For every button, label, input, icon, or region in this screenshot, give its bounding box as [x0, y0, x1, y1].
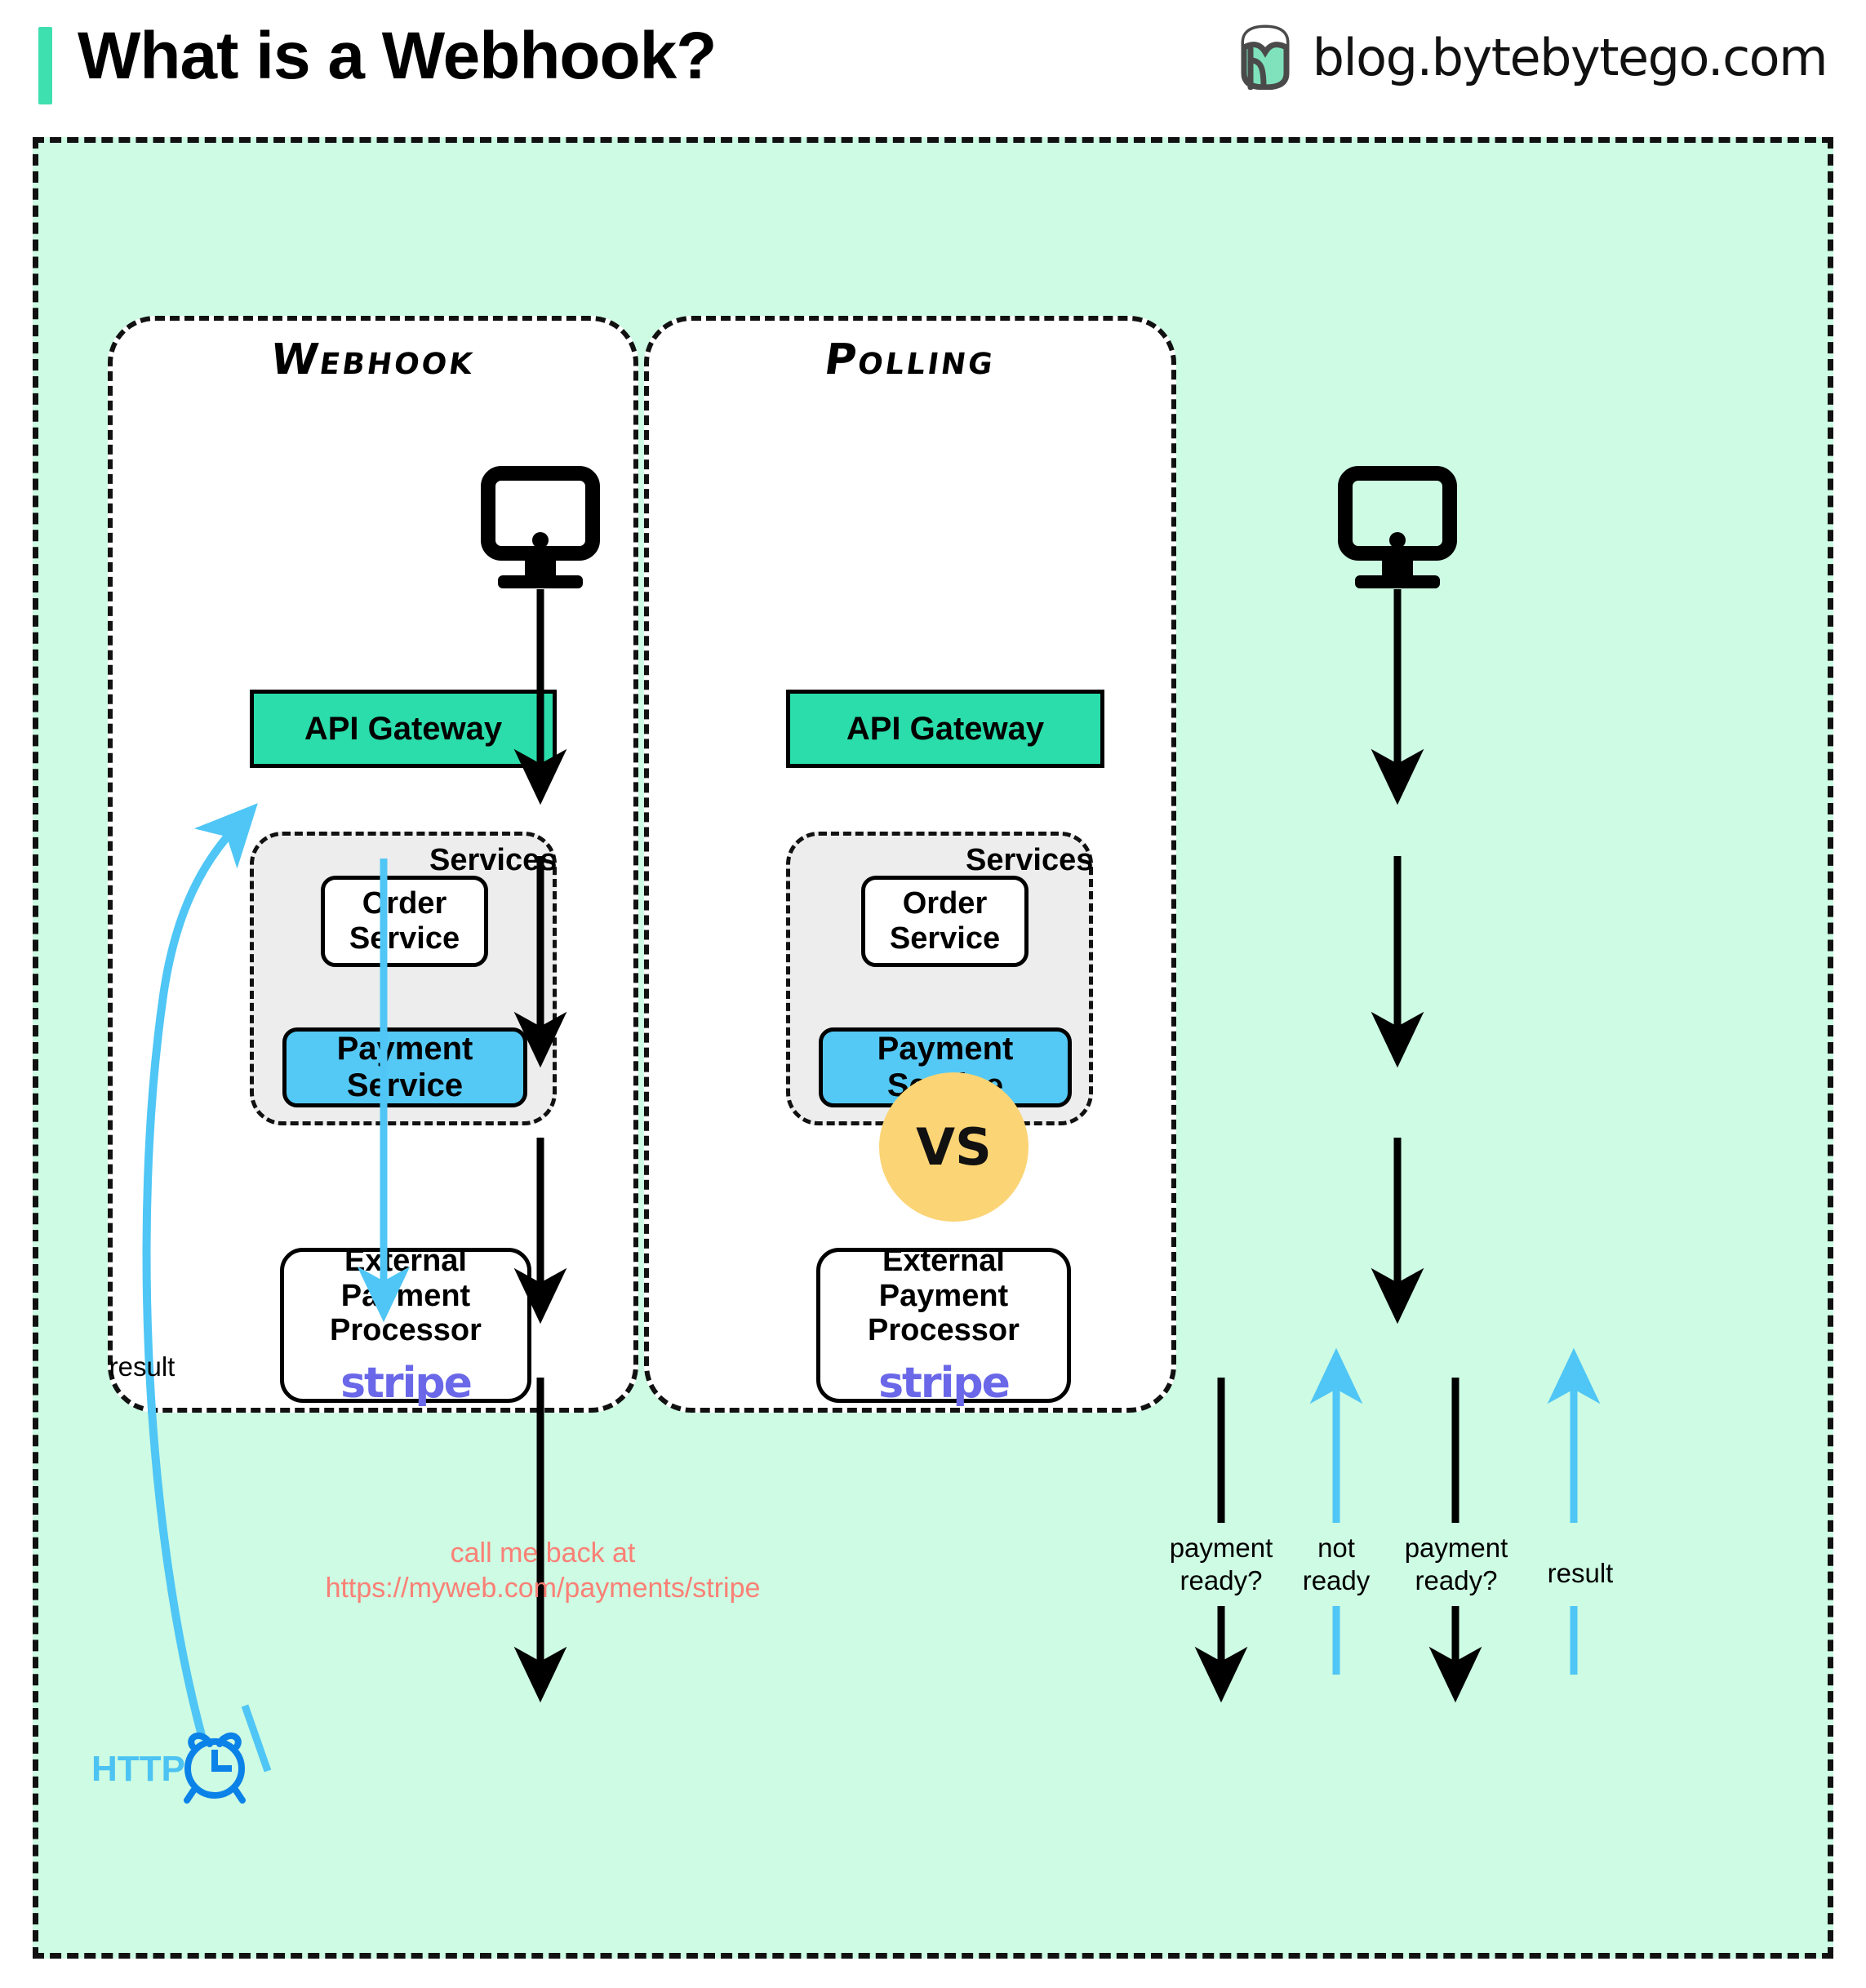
bytebytego-logo-icon	[1241, 24, 1290, 90]
alarm-clock-icon	[184, 1732, 246, 1804]
label-poll-2: not ready	[1302, 1533, 1371, 1595]
label-http-webhook: HTTP	[91, 1749, 185, 1789]
page-header: What is a Webhook? blog.bytebytego.com	[0, 0, 1866, 131]
stripe-logo-polling: stripe	[878, 1358, 1011, 1408]
label-poll-1: payment ready?	[1169, 1533, 1273, 1595]
order-service-polling[interactable]: Order Service	[861, 876, 1029, 967]
panel-webhook: Webhook Services API Gateway Order Servi…	[108, 316, 638, 1413]
brand-block: blog.bytebytego.com	[1236, 24, 1828, 90]
payment-service-webhook[interactable]: Payment Service	[282, 1027, 527, 1107]
external-processor-webhook[interactable]: External Payment Processor stripe	[280, 1244, 531, 1407]
external-processor-polling[interactable]: External Payment Processor stripe	[816, 1244, 1071, 1407]
page-title: What is a Webhook?	[78, 19, 717, 93]
external-processor-label-polling: External Payment Processor	[868, 1244, 1020, 1348]
label-callback-webhook: call me back at https://myweb.com/paymen…	[325, 1538, 761, 1604]
label-poll-3: payment ready?	[1404, 1533, 1508, 1595]
title-accent-bar	[38, 27, 52, 104]
brand-url: blog.bytebytego.com	[1312, 27, 1828, 87]
diagram-canvas: Webhook Services API Gateway Order Servi…	[33, 137, 1833, 1959]
panel-webhook-title: Webhook	[267, 335, 479, 384]
external-processor-label-webhook: External Payment Processor	[330, 1244, 482, 1348]
order-service-webhook[interactable]: Order Service	[321, 876, 488, 967]
panel-polling: Polling Services API Gateway Order Servi…	[644, 316, 1176, 1413]
panel-polling-title: Polling	[821, 335, 999, 384]
api-gateway-webhook[interactable]: API Gateway	[250, 690, 557, 768]
services-label-polling: Services	[966, 843, 1094, 877]
vs-badge: VS	[879, 1072, 1029, 1222]
stripe-logo-webhook: stripe	[340, 1358, 473, 1408]
label-result-webhook: result	[109, 1351, 175, 1382]
label-result-polling: result	[1547, 1558, 1614, 1588]
services-label-webhook: Services	[429, 843, 558, 877]
api-gateway-polling[interactable]: API Gateway	[786, 690, 1104, 768]
